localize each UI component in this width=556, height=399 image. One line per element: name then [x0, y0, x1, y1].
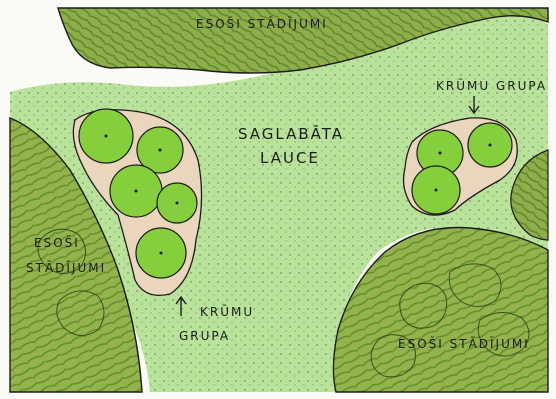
label-shrubs-left-line1: KRŪMU: [200, 305, 255, 319]
label-top-plantings: ESOŠI STĀDĪJUMI: [196, 17, 328, 31]
bottom-right-plantings: [332, 226, 549, 393]
meadow-stipple: [10, 13, 548, 392]
top-plantings: [57, 7, 549, 74]
right-edge-plantings: [510, 149, 549, 241]
shrub-group-right: [411, 122, 513, 215]
label-meadow-line1: SAGLABĀTA: [238, 125, 345, 143]
arrow-up-icon: [175, 295, 187, 316]
label-shrubs-left-line2: GRUPA: [179, 329, 231, 343]
shrub-centers-left: [104, 134, 179, 255]
shrub-centers-right: [434, 143, 492, 192]
label-shrubs-right: KRŪMU GRUPA: [436, 79, 548, 93]
tree-canopy-outlines: [37, 228, 530, 378]
label-left-plantings-line2: STĀDĪJUMI: [26, 261, 107, 275]
label-bottom-right-plantings: ESOŠI STĀDĪJUMI: [398, 337, 530, 351]
label-meadow-line2: LAUCE: [260, 149, 320, 167]
label-left-plantings-line1: ESOŠI: [34, 236, 80, 250]
arrow-down-icon: [468, 96, 480, 115]
left-plantings: [9, 116, 143, 393]
